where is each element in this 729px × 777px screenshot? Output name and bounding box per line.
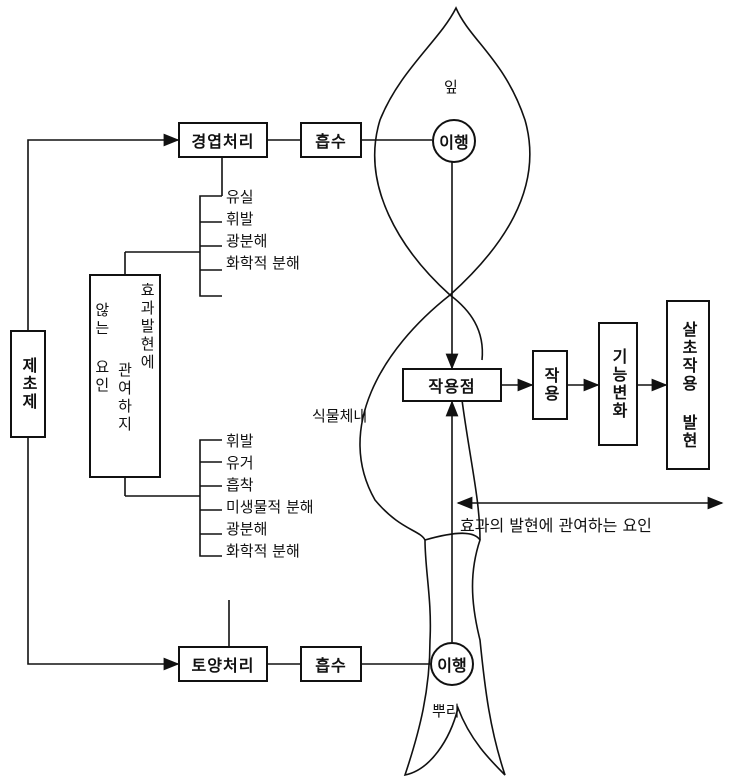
stem-right-outline (450, 295, 482, 360)
soil-loss-item: 휘발 (226, 430, 314, 452)
stem-left-outline (360, 295, 450, 540)
function-change-text: 기능변화 (606, 348, 630, 420)
herbicide-box: 제초제 (10, 330, 46, 438)
foliar-loss-item: 휘발 (226, 208, 300, 230)
factors-col-3: 않는 요인 (92, 302, 113, 395)
factors-involved-label: 효과의 발현에 관여하는 요인 (460, 512, 652, 536)
herbicidal-expression-box: 살초작용 발현 (666, 300, 710, 470)
factors-not-involved-box: 효과발현에 관여하지 않는 요인 (89, 274, 161, 478)
soil-loss-item: 유거 (226, 452, 314, 474)
foliar-loss-item: 화학적 분해 (226, 252, 300, 274)
in-plant-label: 식물체내 (312, 405, 367, 426)
soil-loss-item: 화학적 분해 (226, 540, 314, 562)
factors-col-1: 효과발현에 (137, 282, 158, 372)
herbicidal-expression-text: 살초작용 발현 (676, 321, 700, 450)
action-box: 작용 (532, 350, 568, 420)
soil-loss-item: 미생물적 분해 (226, 496, 314, 518)
foliar-losses-list: 유실 휘발 광분해 화학적 분해 (226, 186, 300, 274)
foliar-loss-item: 광분해 (226, 230, 300, 252)
absorption-box-top: 흡수 (300, 122, 362, 158)
leaf-label: 잎 (444, 76, 458, 97)
foliar-treatment-box: 경엽처리 (178, 122, 268, 158)
soil-loss-item: 흡착 (226, 474, 314, 496)
factors-col-2: 관여하지 (114, 362, 135, 434)
absorption-box-bottom: 흡수 (300, 646, 362, 682)
action-site-box: 작용점 (402, 368, 502, 402)
soil-treatment-box: 토양처리 (178, 646, 268, 682)
translocation-circle-top: 이행 (432, 119, 476, 163)
translocation-circle-bottom: 이행 (430, 642, 474, 686)
herbicide-text: 제초제 (16, 357, 40, 411)
soil-losses-list: 휘발 유거 흡착 미생물적 분해 광분해 화학적 분해 (226, 430, 314, 562)
foliar-loss-item: 유실 (226, 186, 300, 208)
root-label: 뿌리 (432, 700, 460, 721)
action-text: 작용 (538, 367, 562, 403)
function-change-box: 기능변화 (598, 322, 638, 446)
soil-loss-item: 광분해 (226, 518, 314, 540)
